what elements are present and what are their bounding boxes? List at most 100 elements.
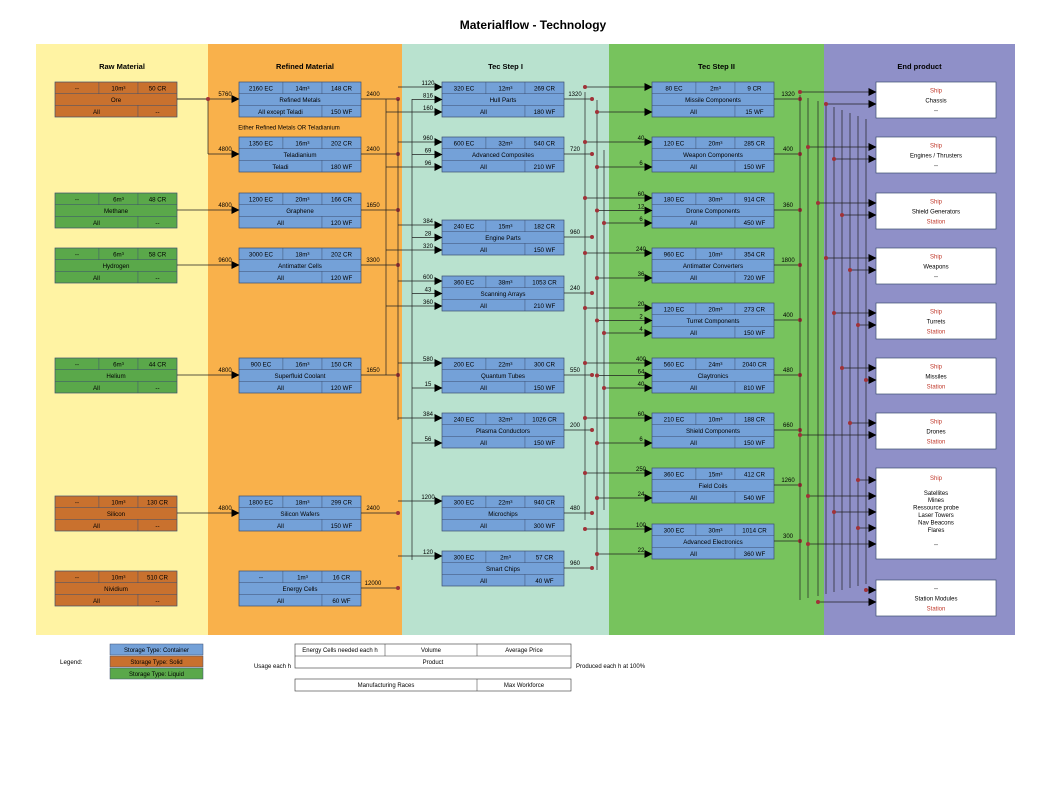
end-tag: Ship xyxy=(930,200,943,206)
races-value: All xyxy=(690,275,697,282)
workforce-value: 450 WF xyxy=(744,220,766,227)
junction-dot xyxy=(848,268,852,272)
product-box-bg xyxy=(54,247,178,284)
product-box-bg xyxy=(441,219,565,256)
flow-amount: 6 xyxy=(639,217,643,223)
workforce-value: -- xyxy=(155,275,159,282)
workforce-value: -- xyxy=(155,523,159,530)
flow-amount: 24 xyxy=(638,492,645,498)
product-name: Field Coils xyxy=(699,483,728,490)
end-tag: Ship xyxy=(930,255,943,261)
product-name: Plasma Conductors xyxy=(476,428,530,435)
flow-amount: 69 xyxy=(425,149,432,155)
price-value: 285 CR xyxy=(744,140,766,147)
workforce-value: 40 WF xyxy=(535,578,553,585)
races-value: Teladi xyxy=(272,164,288,171)
legend-field: Manufacturing Races xyxy=(358,683,415,689)
product-box-bg xyxy=(651,412,775,449)
flow-amount: 1260 xyxy=(781,478,795,484)
energy-cells-value: -- xyxy=(75,574,79,581)
product-box-bg xyxy=(441,550,565,587)
volume-value: 14m³ xyxy=(295,85,309,92)
energy-cells-value: 180 EC xyxy=(664,196,685,203)
volume-value: 20m³ xyxy=(295,196,309,203)
product-name: Helium xyxy=(106,373,125,380)
price-value: 202 CR xyxy=(331,140,353,147)
product-box-bg xyxy=(651,467,775,504)
volume-value: 20m³ xyxy=(708,140,722,147)
product-box-bg xyxy=(651,247,775,284)
junction-dot xyxy=(806,145,810,149)
energy-cells-value: -- xyxy=(75,251,79,258)
product-box-bg xyxy=(54,570,178,607)
price-value: 300 CR xyxy=(534,361,556,368)
price-value: 48 CR xyxy=(149,196,167,203)
legend-label: Legend: xyxy=(60,659,83,666)
price-value: 1026 CR xyxy=(532,416,557,423)
refined-material-column xyxy=(208,44,402,635)
junction-dot xyxy=(396,586,400,590)
junction-dot xyxy=(864,378,868,382)
end-line: Flares xyxy=(928,528,945,534)
price-value: 1014 CR xyxy=(742,527,767,534)
legend-swatch xyxy=(109,643,204,656)
volume-value: 18m³ xyxy=(295,499,309,506)
energy-cells-value: -- xyxy=(75,196,79,203)
junction-dot xyxy=(583,361,587,365)
product-box-bg xyxy=(651,302,775,339)
workforce-value: 180 WF xyxy=(534,109,556,116)
end-line: Ressource probe xyxy=(913,506,959,512)
flow-amount: 28 xyxy=(425,232,432,238)
flow-amount: 960 xyxy=(570,230,581,236)
flow-amount: 15 xyxy=(425,382,432,388)
junction-dot xyxy=(206,97,210,101)
volume-value: 10m³ xyxy=(111,574,125,581)
flow-amount: 40 xyxy=(638,382,645,388)
product-box-bg xyxy=(441,136,565,173)
flow-amount: 1320 xyxy=(781,92,795,98)
volume-value: 32m³ xyxy=(498,140,512,147)
volume-value: 12m³ xyxy=(498,85,512,92)
flow-amount: 6 xyxy=(639,161,643,167)
end-tag: Station xyxy=(927,385,946,391)
legend-swatch xyxy=(109,655,204,668)
product-name: Quantum Tubes xyxy=(481,373,525,380)
workforce-value: 150 WF xyxy=(331,523,353,530)
price-value: 50 CR xyxy=(149,85,167,92)
end-line: Station Modules xyxy=(914,597,957,603)
flow-amount: 4800 xyxy=(218,203,232,209)
races-value: All xyxy=(93,220,100,227)
races-value: All xyxy=(277,220,284,227)
column-header: End product xyxy=(897,62,942,71)
end-line: Drones xyxy=(926,430,945,436)
volume-value: 10m³ xyxy=(111,499,125,506)
races-value: All xyxy=(277,523,284,530)
flow-amount: 43 xyxy=(425,288,432,294)
price-value: 148 CR xyxy=(331,85,353,92)
product-name: Superfluid Coolant xyxy=(275,373,326,380)
product-box-bg xyxy=(651,81,775,118)
price-value: 57 CR xyxy=(536,554,554,561)
legend-box xyxy=(294,678,572,692)
workforce-value: -- xyxy=(155,220,159,227)
price-value: 9 CR xyxy=(747,85,762,92)
junction-dot xyxy=(595,552,599,556)
volume-value: 24m³ xyxy=(708,361,722,368)
energy-cells-value: 2160 EC xyxy=(249,85,274,92)
workforce-value: 120 WF xyxy=(331,385,353,392)
flow-amount: 660 xyxy=(783,423,794,429)
product-name: Hull Parts xyxy=(490,97,517,104)
junction-dot xyxy=(824,102,828,106)
races-value: All xyxy=(480,109,487,116)
